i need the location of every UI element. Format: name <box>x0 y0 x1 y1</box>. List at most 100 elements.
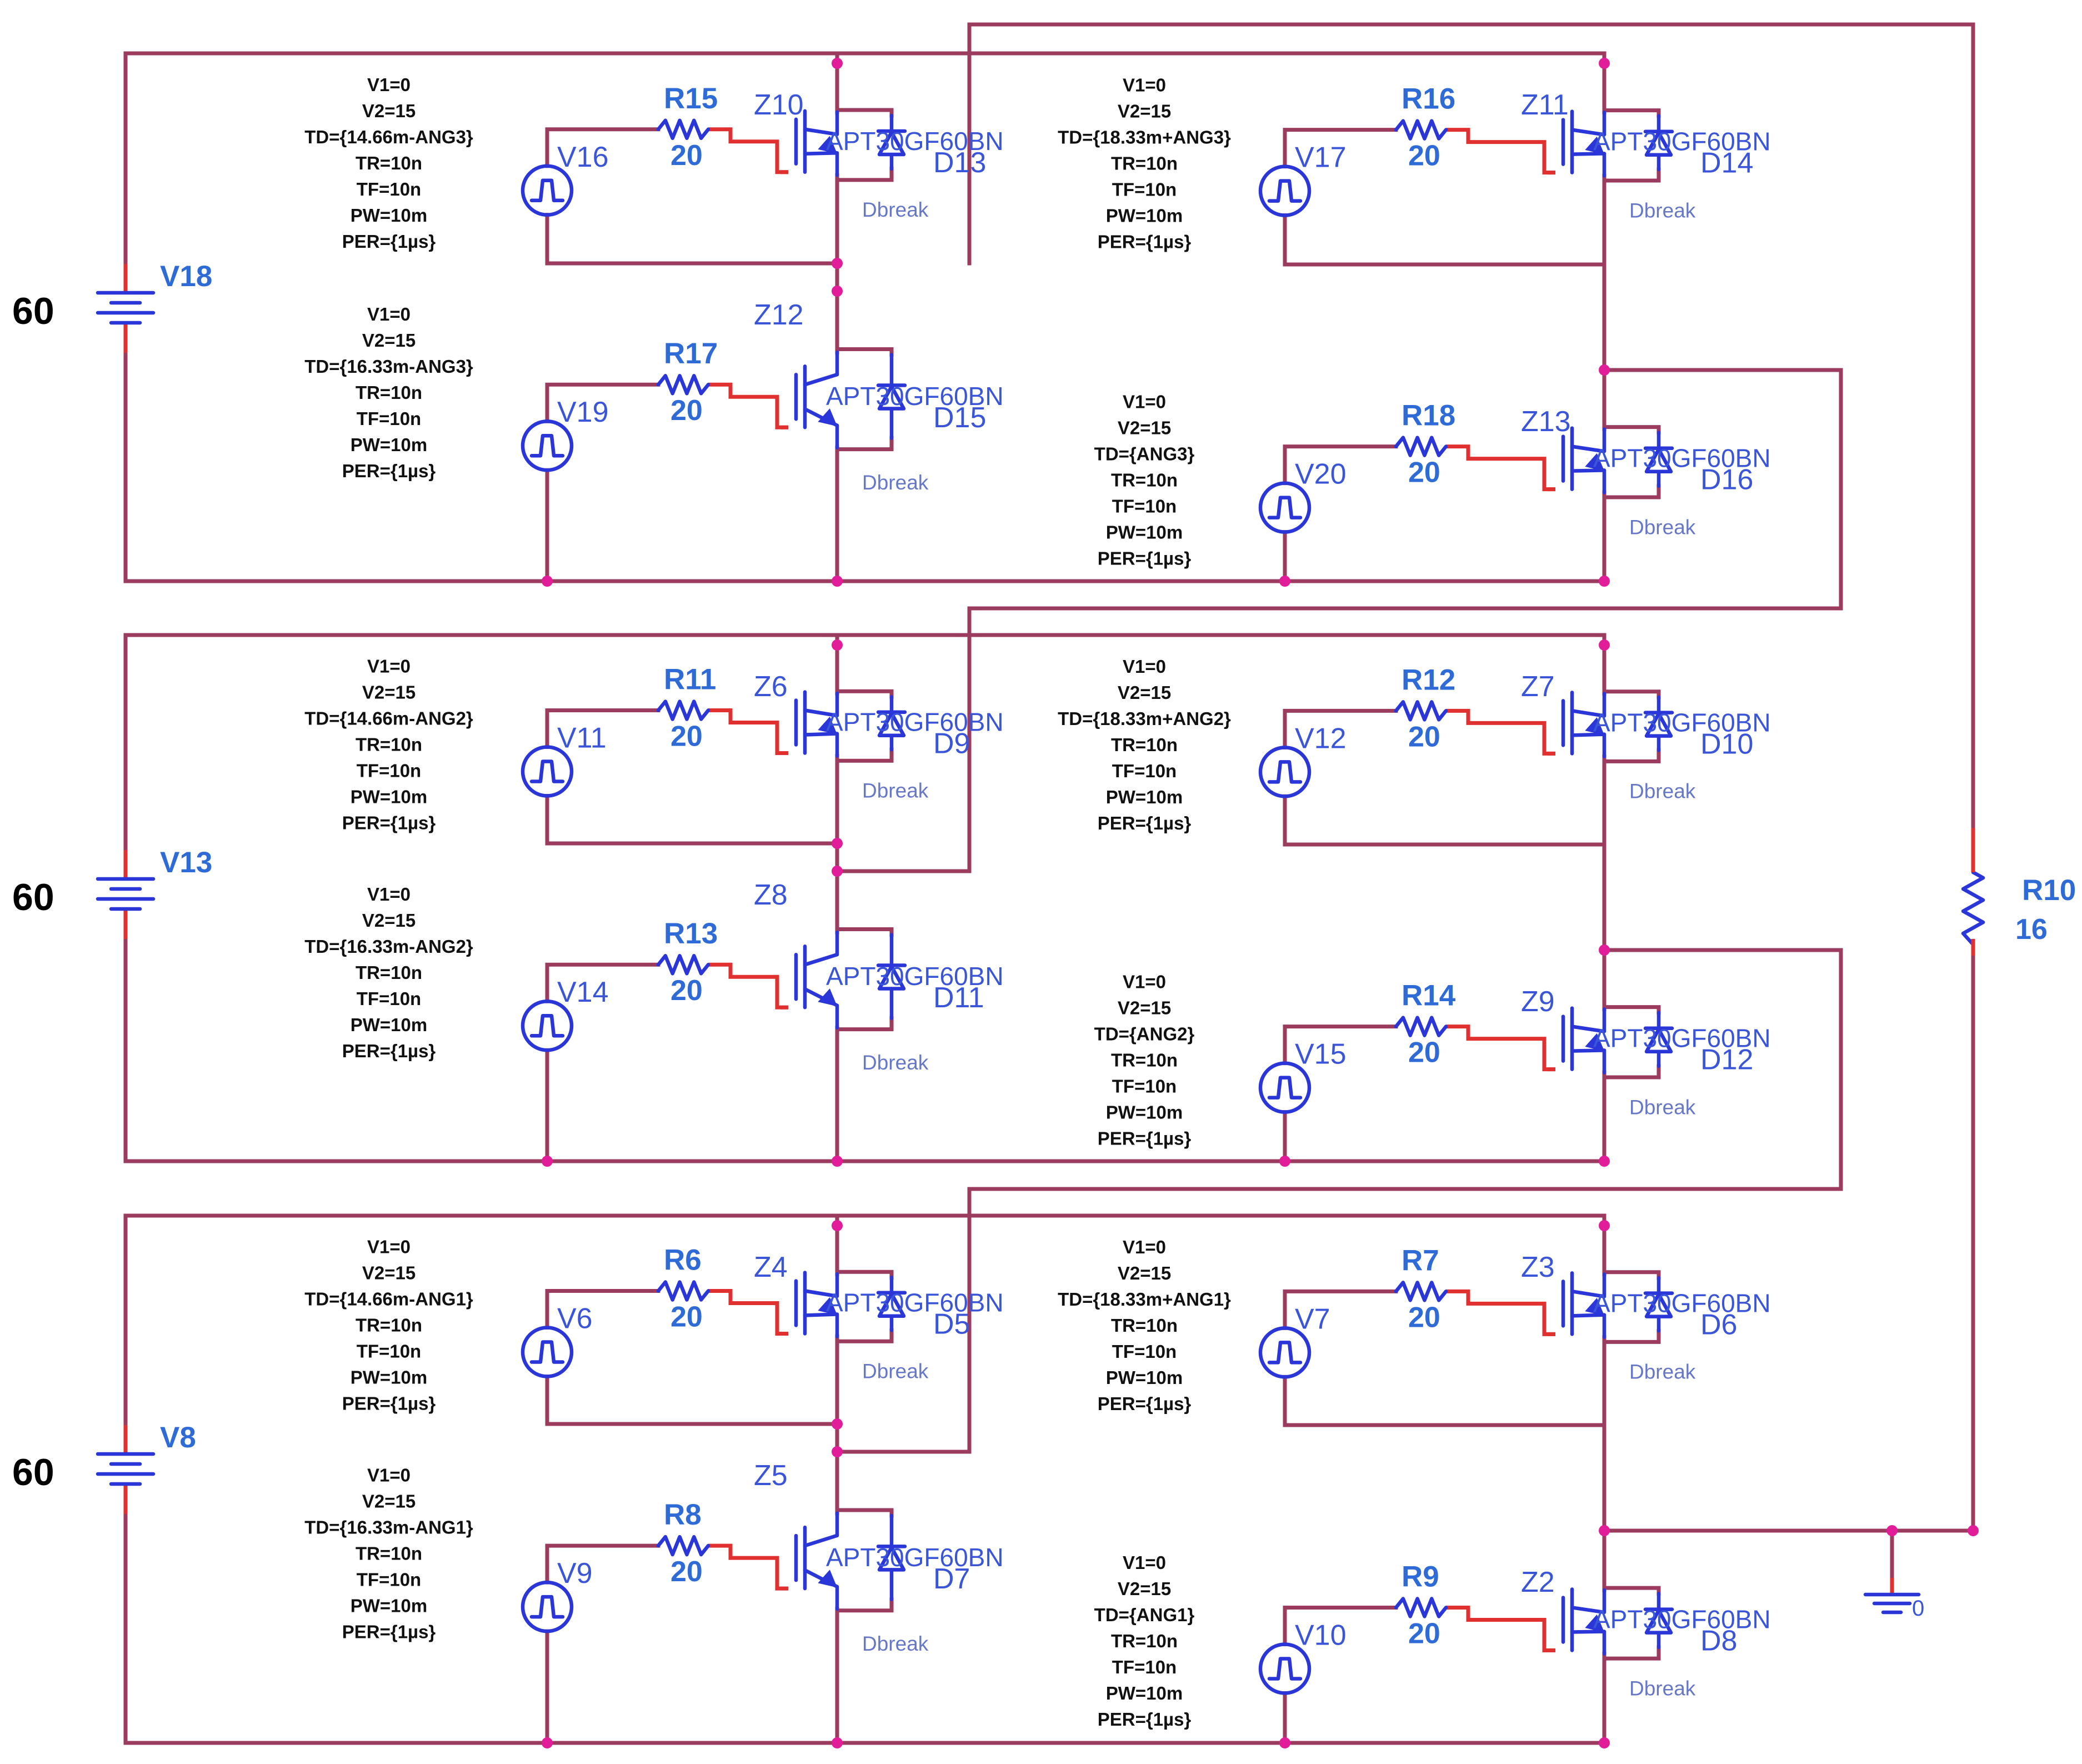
gate-lead <box>1446 1025 1555 1072</box>
gate-resistor-icon <box>656 953 710 976</box>
diode-wire <box>1602 1270 1661 1280</box>
source-return-wire <box>545 1375 839 1426</box>
gate-resistor-icon <box>656 1280 710 1302</box>
gate-resistor-value: 20 <box>670 975 703 1007</box>
junction-dot <box>1886 1525 1898 1536</box>
gate-resistor-icon <box>1394 1597 1448 1618</box>
igbt-arrow-icon <box>1585 1614 1605 1633</box>
load-resistor-ref: R10 <box>2022 874 2076 907</box>
gate-lead <box>1446 444 1555 492</box>
pulse-parameter: V1=0 <box>1123 971 1166 992</box>
pulse-parameter: PER={1µs} <box>1098 1128 1192 1148</box>
gate-resistor-icon <box>1394 436 1448 457</box>
pulse-parameter: PER={1µs} <box>1098 548 1192 568</box>
pulse-source-ref: V14 <box>557 976 609 1008</box>
pulse-parameter: TF=10n <box>357 1569 421 1590</box>
diode-model: Dbreak <box>1629 1096 1696 1118</box>
pulse-parameter: V1=0 <box>367 1237 411 1257</box>
pulse-parameter: TD={14.66m-ANG3} <box>304 127 473 147</box>
diode-model: Dbreak <box>862 1360 929 1383</box>
pulse-source-icon <box>520 1580 574 1633</box>
pulse-parameter: TF=10n <box>1112 179 1177 199</box>
gate-resistor-icon <box>656 1535 710 1557</box>
diode-wire <box>1602 108 1661 118</box>
pulse-source-ref: V20 <box>1295 458 1347 491</box>
diode-icon <box>877 384 906 411</box>
pulse-parameter: V2=15 <box>1118 1578 1171 1599</box>
igbt-icon <box>1570 152 1606 178</box>
dc-source-voltage: 60 <box>12 290 54 332</box>
gate-drive-wire <box>545 962 660 1003</box>
pulse-parameter: PW=10m <box>1106 522 1183 542</box>
pulse-source-ref: V11 <box>557 722 607 754</box>
pulse-source-ref: V10 <box>1295 1619 1347 1651</box>
junction-dot <box>832 838 843 849</box>
junction-dot <box>832 639 843 651</box>
output-link-wire <box>967 22 1975 852</box>
dc-source-voltage: 60 <box>12 876 54 918</box>
junction-dot <box>1599 945 1610 956</box>
gate-resistor-ref: R7 <box>1402 1244 1439 1277</box>
pulse-parameter: V1=0 <box>367 656 411 677</box>
pulse-parameter: TD={18.33m+ANG2} <box>1058 708 1231 729</box>
pulse-parameter: PW=10m <box>1106 205 1183 226</box>
pulse-source-icon <box>1258 746 1312 798</box>
igbt-ref: Z2 <box>1521 1566 1555 1598</box>
pulse-parameter: V2=15 <box>1118 417 1171 438</box>
pulse-parameter: V1=0 <box>367 1465 411 1485</box>
pulse-parameter: V2=15 <box>362 1491 416 1511</box>
igbt-part: APT30GF60BN <box>826 1288 1004 1317</box>
pulse-parameter: TF=10n <box>1112 496 1177 516</box>
diode-wire <box>835 1328 894 1343</box>
gate-resistor-ref: R6 <box>664 1244 702 1277</box>
junction-dot <box>1968 1525 1979 1536</box>
igbt-ref: Z10 <box>754 89 804 121</box>
pulse-source-ref: V12 <box>1295 722 1347 754</box>
junction-dot <box>1279 576 1290 587</box>
dc-bus-bottom-wire <box>123 351 1606 583</box>
pulse-parameter: V2=15 <box>362 682 416 703</box>
diode-wire <box>835 927 894 937</box>
diode-ref: D6 <box>1700 1308 1737 1341</box>
diode-model: Dbreak <box>1629 1361 1696 1383</box>
junction-dot <box>832 258 843 269</box>
pulse-parameter: TR=10n <box>1111 734 1178 755</box>
diode-icon <box>877 965 906 991</box>
pulse-parameter: TR=10n <box>1111 1315 1178 1336</box>
load-resistor-value: 16 <box>2015 913 2048 946</box>
gate-resistor-value: 20 <box>1408 721 1440 753</box>
diode-ref: D10 <box>1700 728 1753 760</box>
igbt-icon <box>1570 1630 1606 1656</box>
diode-icon <box>877 711 906 737</box>
pulse-parameter: V1=0 <box>1123 1237 1166 1257</box>
pulse-source-ref: V15 <box>1295 1038 1347 1071</box>
pulse-source-icon <box>520 745 574 798</box>
gate-resistor-icon <box>1394 119 1448 141</box>
diode-icon <box>1644 131 1673 157</box>
pulse-parameter: TR=10n <box>1111 469 1178 490</box>
pulse-source-ref: V16 <box>557 141 609 173</box>
pulse-parameter: TF=10n <box>357 179 421 199</box>
pulse-parameter: TD={14.66m-ANG2} <box>304 708 473 729</box>
gate-resistor-value: 20 <box>670 721 703 753</box>
igbt-part: APT30GF60BN <box>1593 1288 1771 1317</box>
pulse-parameter: PW=10m <box>351 434 427 455</box>
pulse-parameter: PW=10m <box>1106 1367 1183 1388</box>
pulse-parameter: PER={1µs} <box>342 461 436 481</box>
igbt-icon <box>803 1272 839 1298</box>
gate-drive-wire <box>545 1543 660 1585</box>
diode-icon <box>877 1292 906 1318</box>
diode-ref: D8 <box>1700 1625 1737 1657</box>
diode-model: Dbreak <box>1629 780 1696 803</box>
diode-wire <box>1602 748 1661 763</box>
igbt-part: APT30GF60BN <box>1593 444 1771 473</box>
gate-resistor-icon <box>656 373 710 396</box>
diode-wire <box>835 1508 894 1518</box>
igbt-ref: Z3 <box>1521 1251 1555 1283</box>
diode-icon <box>1644 1608 1673 1635</box>
junction-dot <box>1599 364 1610 376</box>
diode-wire <box>835 1597 894 1613</box>
gate-drive-wire <box>1283 708 1398 749</box>
igbt-icon <box>803 930 839 967</box>
diode-ref: D5 <box>933 1308 970 1341</box>
